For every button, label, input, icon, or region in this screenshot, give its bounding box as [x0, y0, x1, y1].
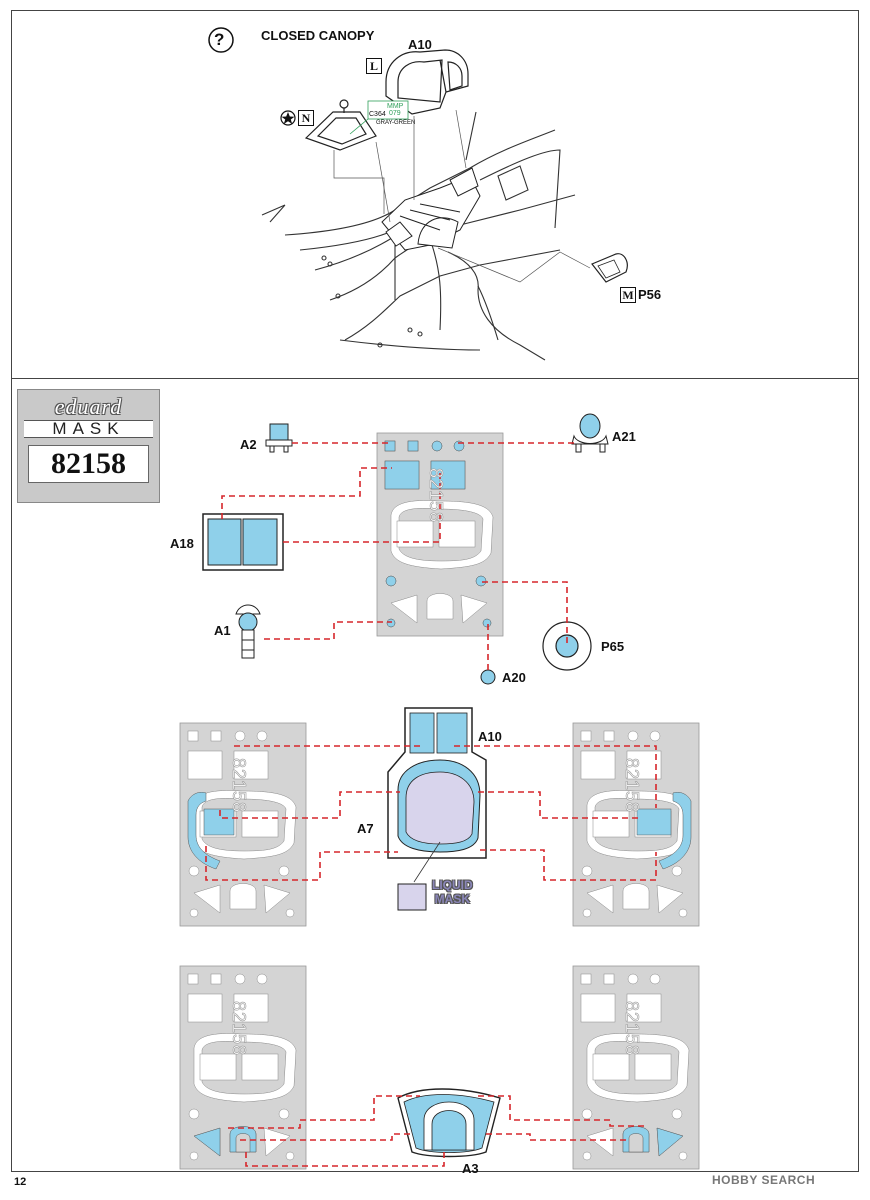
paint-mmp-text: MMP — [387, 103, 404, 110]
liquid-mask-label: LIQUID MASK — [432, 878, 473, 906]
sheet-number-main: 82158 — [426, 468, 447, 524]
box-label-m: M — [620, 287, 636, 303]
leader-lines-bottom — [228, 1095, 648, 1167]
sheet-number-right-bottom: 82158 — [622, 1001, 643, 1057]
page-number: 12 — [14, 1176, 27, 1188]
part-a20 — [480, 669, 496, 685]
paint-code-text: C364 — [369, 111, 386, 118]
mask-sheet-right-bottom — [572, 965, 700, 1170]
part-a21 — [571, 413, 609, 453]
liquid-mask-swatch — [397, 883, 427, 911]
liquid-mask-line2: MASK — [434, 892, 470, 906]
sheet-number-right-mid: 82158 — [622, 758, 643, 814]
windscreen-part — [304, 99, 377, 151]
part-a10-a7 — [387, 707, 487, 859]
sheet-number-left-bottom: 82158 — [229, 1001, 250, 1057]
label-a1: A1 — [214, 623, 231, 638]
help-circle-icon — [208, 27, 234, 53]
leader-lines-top — [221, 442, 574, 670]
paint-name-text: GRAY-GREEN — [376, 120, 415, 126]
mask-sheet-left-mid — [179, 722, 307, 927]
box-label-n: N — [298, 110, 314, 126]
closed-canopy-title: CLOSED CANOPY — [261, 28, 375, 43]
label-a18: A18 — [170, 536, 194, 551]
label-a10-mask: A10 — [478, 729, 502, 744]
label-a7: A7 — [357, 821, 374, 836]
paint-mmp-number: 079 — [389, 110, 401, 117]
box-label-l: L — [366, 58, 382, 74]
part-a1 — [235, 604, 261, 659]
label-a20: A20 — [502, 670, 526, 685]
part-a3 — [397, 1088, 501, 1158]
paint-callout — [349, 100, 409, 135]
watermark: HOBBY SEARCH — [712, 1173, 816, 1187]
leader-lines-middle — [205, 745, 657, 881]
label-p65: P65 — [601, 639, 625, 654]
part-p56 — [591, 253, 628, 283]
part-a2 — [265, 423, 293, 453]
eduard-mask-logo: eduard MASK 82158 — [17, 389, 160, 503]
mask-sheet-right-mid — [572, 722, 700, 927]
logo-set-number: 82158 — [28, 445, 149, 483]
help-symbol: ? — [214, 30, 225, 49]
mask-sheet-main — [376, 432, 504, 637]
label-p56: P56 — [638, 287, 662, 302]
logo-brand: eduard — [54, 394, 123, 419]
logo-mask-word: MASK — [24, 420, 153, 438]
label-a21: A21 — [612, 429, 636, 444]
part-p65 — [542, 621, 592, 671]
label-a10-top: A10 — [408, 37, 432, 52]
part-a18 — [202, 513, 284, 571]
label-a2: A2 — [240, 437, 257, 452]
cockpit-detail — [381, 167, 481, 251]
canopy-a10-part — [385, 49, 469, 115]
sheet-number-left-mid: 82158 — [229, 758, 250, 814]
liquid-mask-line1: LIQUID — [432, 878, 473, 892]
label-a3: A3 — [462, 1161, 479, 1176]
